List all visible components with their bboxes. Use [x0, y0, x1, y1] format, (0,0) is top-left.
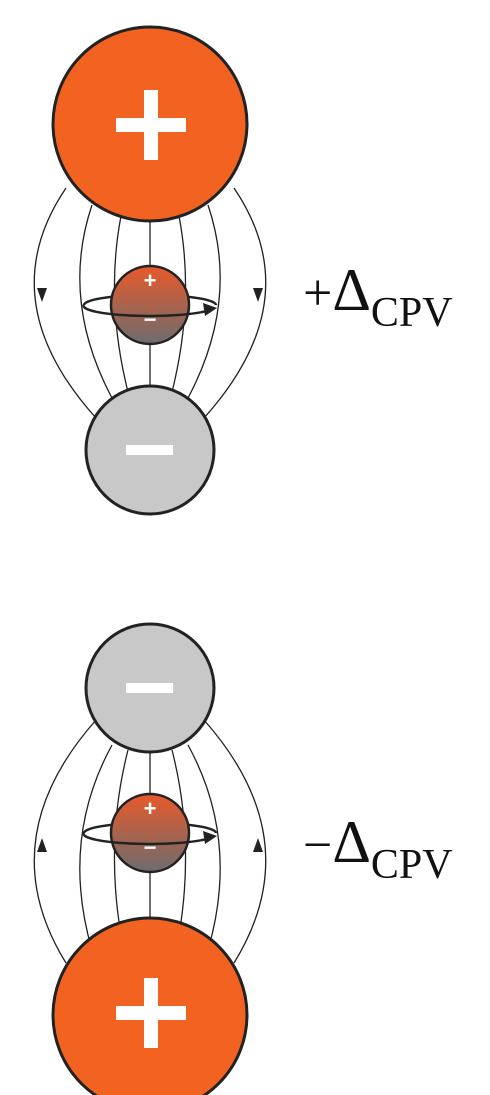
top-center-plus: + [144, 268, 157, 293]
bottom-field-line-4 [187, 744, 221, 951]
bottom-field-line-1 [33, 719, 97, 964]
top-cpv-label: +ΔCPV [303, 257, 453, 336]
top-label-subscript: CPV [371, 290, 453, 336]
bottom-field-arrow-left [37, 838, 47, 852]
top-field-line-3 [79, 204, 113, 399]
top-negative-minus-icon [126, 445, 173, 455]
bottom-center-minus: − [144, 835, 157, 860]
top-label-delta: Δ [332, 257, 371, 323]
bottom-label-delta: Δ [332, 809, 371, 875]
bottom-orbit-front [82, 832, 211, 846]
bottom-label-sign: − [303, 817, 332, 874]
top-field-arrow-left [37, 288, 47, 302]
top-positive-plus-icon-v [144, 90, 158, 160]
bottom-orbit-arrow [203, 831, 217, 844]
top-orbit-arrow [203, 303, 217, 316]
top-field-line-2 [203, 187, 267, 419]
top-label-sign: + [303, 265, 332, 322]
bottom-negative-minus-icon [126, 683, 173, 693]
top-orbit-front [82, 304, 211, 318]
bottom-field-arrow-right [253, 838, 263, 852]
bottom-center-particle [109, 792, 191, 874]
bottom-label-subscript: CPV [371, 842, 453, 888]
bottom-center-plus: + [144, 796, 157, 821]
top-center-minus: − [144, 307, 157, 332]
bottom-positive-plus-icon-v [144, 978, 158, 1048]
top-field-line-4 [187, 204, 221, 399]
top-field-arrow-right [253, 288, 263, 302]
top-field-line-1 [33, 187, 97, 419]
bottom-cpv-label: −ΔCPV [303, 809, 453, 888]
top-diagram: + − +ΔCPV [33, 25, 453, 516]
bottom-diagram: + − −ΔCPV [33, 622, 453, 1095]
bottom-field-line-2 [203, 719, 267, 964]
bottom-field-line-3 [79, 744, 113, 951]
top-center-particle [109, 264, 191, 346]
